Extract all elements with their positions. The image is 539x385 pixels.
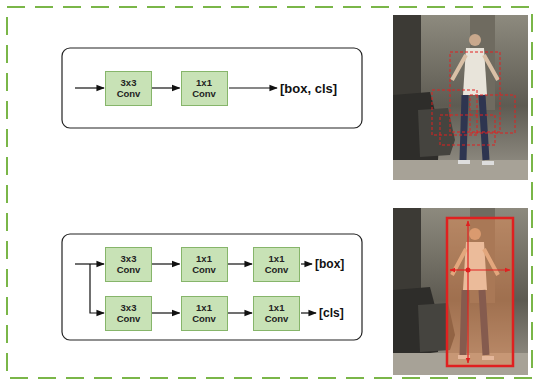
photo-anchor-boxes <box>393 15 528 180</box>
conv-label: 1x1 Conv <box>189 253 219 276</box>
conv-box: 3x3 Conv <box>105 71 152 106</box>
output-label: [box] <box>315 258 344 270</box>
output-arrow <box>301 263 312 264</box>
conv-box: 1x1 Conv <box>253 247 300 282</box>
flow-arrow <box>152 87 180 88</box>
conv-box: 1x1 Conv <box>181 71 228 106</box>
conv-label: 3x3 Conv <box>114 77 144 100</box>
bottom-panel <box>62 234 362 340</box>
output-arrow <box>229 87 277 88</box>
conv-box: 3x3 Conv <box>105 247 152 282</box>
flow-arrow <box>152 312 180 313</box>
split-arrow <box>90 264 104 313</box>
outer-dashed-frame <box>7 7 532 378</box>
conv-label: 1x1 Conv <box>189 302 219 325</box>
conv-label: 3x3 Conv <box>114 253 144 276</box>
conv-box: 1x1 Conv <box>181 247 228 282</box>
conv-box: 1x1 Conv <box>253 296 300 331</box>
photo-regression-box <box>393 208 528 375</box>
conv-label: 1x1 Conv <box>262 253 292 276</box>
conv-box: 3x3 Conv <box>105 296 152 331</box>
output-arrow <box>301 312 316 313</box>
conv-box: 1x1 Conv <box>181 296 228 331</box>
output-label: [box, cls] <box>280 82 337 95</box>
conv-label: 3x3 Conv <box>114 302 144 325</box>
flow-arrow <box>228 312 253 313</box>
flow-arrow <box>228 263 253 264</box>
flow-arrow <box>152 263 180 264</box>
top-panel <box>62 48 362 128</box>
output-label: [cls] <box>319 307 344 319</box>
input-arrow <box>75 87 104 88</box>
conv-label: 1x1 Conv <box>189 77 219 100</box>
conv-label: 1x1 Conv <box>262 302 292 325</box>
